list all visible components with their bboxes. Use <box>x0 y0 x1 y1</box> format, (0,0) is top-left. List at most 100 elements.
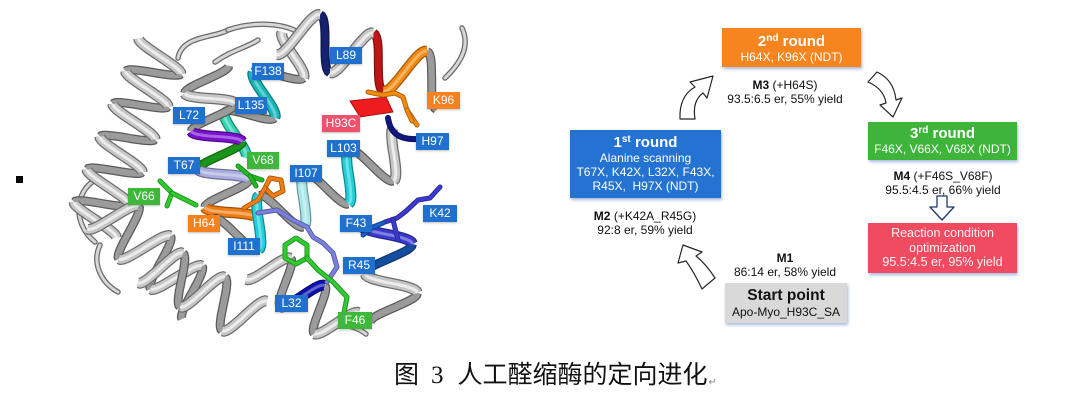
round-number: 1 <box>613 134 622 151</box>
helix-ribbon-highlight <box>149 263 203 292</box>
caption-number: 3 <box>431 362 444 389</box>
side-chain-v68 <box>248 174 258 188</box>
helix-ribbon-highlight <box>179 275 226 309</box>
round-3-box: 3rd round F46X, V66X, V68X (NDT) <box>868 122 1017 160</box>
caption-label: 图 <box>394 360 420 389</box>
helix-ribbon-highlight <box>137 251 184 285</box>
residue-label-l89: L89 <box>330 47 362 64</box>
selectivity-yield: 93.5:6.5 er, 55% yield <box>727 91 843 106</box>
side-chain-k42 <box>391 218 400 242</box>
helix-ribbon-highlight <box>183 92 237 105</box>
residue-label-i111: I111 <box>228 238 260 255</box>
round-3-title: 3rd round <box>868 125 1017 142</box>
caption-title: 人工醛缩酶的定向进化 <box>457 360 708 389</box>
residue-label-h93c: H93C <box>322 115 360 132</box>
round-number: 3 <box>909 125 919 142</box>
residue-label-h97: H97 <box>416 133 449 150</box>
helix-ribbon-highlight <box>280 31 306 79</box>
side-chain-f46 <box>305 256 349 320</box>
mutant-id: M3 <box>752 78 770 92</box>
helix-ribbon-highlight <box>221 299 268 333</box>
optimization-result: 95.5:4.5 er, 95% yield <box>882 255 1003 269</box>
helix-ribbon-highlight <box>85 169 131 205</box>
start-point-subtitle: Apo-Myo_H93C_SA <box>731 305 841 319</box>
residue-label-l32: L32 <box>275 295 308 312</box>
optimization-box: Reaction condition optimization 95.5:4.5… <box>868 223 1017 273</box>
round-1-detail: T67X, K42X, L32X, F43X, <box>576 165 715 179</box>
helix-ribbon-highlight <box>86 203 140 232</box>
round-2-detail: H64X, K96X (NDT) <box>740 50 843 64</box>
helix-ribbon-highlight <box>72 201 118 238</box>
mutant-m4-heading: M4 (+F46S_V68F) <box>863 169 1023 184</box>
mutation: (+K42A_R45G) <box>613 209 697 223</box>
side-chain-f43 <box>361 221 385 237</box>
helix-ribbon-highlight <box>98 136 144 173</box>
helix-ribbon-highlight <box>124 71 170 107</box>
helix-ribbon-back <box>201 178 253 208</box>
paragraph-mark-icon: ↵ <box>708 377 717 388</box>
helix-ribbon-highlight <box>196 168 251 181</box>
residue-label-t67: T67 <box>168 157 200 174</box>
mutation: (+H64S) <box>772 78 818 92</box>
helix-ribbon-highlight <box>383 49 427 93</box>
mutant-m4-result: M4 (+F46S_V68F) 95.5:4.5 er, 66% yield <box>863 169 1023 197</box>
helix-ribbon-highlight <box>190 130 244 143</box>
helix-ribbon-back <box>309 283 330 336</box>
residue-label-l72: L72 <box>173 107 205 124</box>
start-point-title: Start point <box>747 287 825 304</box>
round-word: round <box>782 33 826 50</box>
round-1-title: 1st round <box>570 134 721 151</box>
helix-ribbon-back <box>216 274 231 334</box>
ordinal-suffix: st <box>621 134 631 145</box>
down-arrow-round3-to-optimization-icon <box>929 195 955 221</box>
helix-ribbon-back <box>174 250 189 310</box>
residue-label-f43: F43 <box>340 215 372 232</box>
side-chain-k96 <box>405 108 414 123</box>
helix-ribbon-back <box>178 264 207 321</box>
loop-tube <box>95 243 120 294</box>
loop-h97 <box>386 116 419 142</box>
side-chain-h64 <box>242 186 267 210</box>
helix-ribbon-highlight <box>276 12 321 57</box>
helix-ribbon-back <box>114 204 143 261</box>
helix-ribbon-back <box>181 65 232 95</box>
mutant-id: M2 <box>593 209 611 223</box>
helix-ribbon-back <box>188 102 239 132</box>
residue-label-f46: F46 <box>338 312 372 329</box>
round-1-box: 1st round Alanine scanning T67X, K42X, L… <box>570 130 721 198</box>
mutant-id: M4 <box>893 169 911 183</box>
mutant-m1-result: M1 86:14 er, 58% yield <box>705 251 865 279</box>
mutant-m3-result: M3 (+H64S) 93.5:6.5 er, 55% yield <box>705 78 865 106</box>
residue-label-f138: F138 <box>252 63 284 80</box>
round-2-box: 2nd round H64X, K96X (NDT) <box>722 28 861 67</box>
loop-tube <box>443 26 467 80</box>
helix-ribbon-highlight <box>137 38 183 75</box>
mutant-id: M1 <box>776 251 794 265</box>
residue-label-v68: V68 <box>247 152 279 169</box>
ordinal-suffix: nd <box>766 33 779 44</box>
helix-ribbon-highlight <box>203 206 257 219</box>
residue-label-r45: R45 <box>343 257 375 274</box>
selectivity-yield: 95.5:4.5 er, 66% yield <box>885 182 1001 197</box>
curved-arrow-round2-to-round3-icon <box>867 71 903 118</box>
round-word: round <box>634 134 678 151</box>
optimization-line: Reaction condition <box>891 226 994 240</box>
round-3-detail: F46X, V66X, V68X (NDT) <box>874 142 1011 156</box>
mutant-m3-heading: M3 (+H64S) <box>705 78 865 93</box>
selectivity-yield: 86:14 er, 58% yield <box>733 264 837 279</box>
residue-label-k42: K42 <box>423 205 457 222</box>
residue-patch-h93c <box>349 96 394 118</box>
residue-label-i107: I107 <box>290 165 322 182</box>
helix-ribbon-back <box>366 292 421 324</box>
optimization-line: optimization <box>909 240 976 255</box>
loop-tube <box>226 22 300 34</box>
residue-label-h64: H64 <box>188 215 220 232</box>
residue-label-v66: V66 <box>128 188 160 205</box>
mutant-m2-result: M2 (+K42A_R45G) 92:8 er, 59% yield <box>565 209 725 237</box>
selectivity-yield: 92:8 er, 59% yield <box>597 222 693 237</box>
protein-structure-image <box>68 8 468 340</box>
round-1-detail: R45X, H97X (NDT) <box>592 179 699 193</box>
helix-ribbon-back-l89 <box>318 12 332 76</box>
loop-tube <box>213 38 260 64</box>
